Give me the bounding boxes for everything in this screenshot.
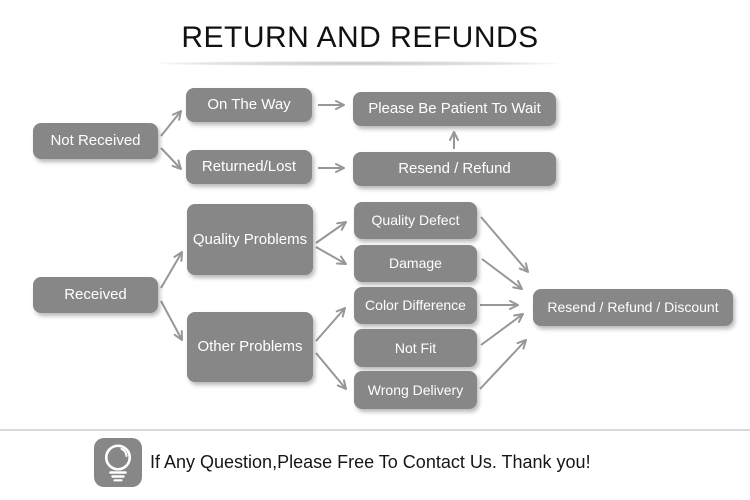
node-not-received: Not Received	[33, 123, 158, 159]
arrow-received-to-other-problems	[160, 300, 183, 341]
node-other-problems: Other Problems	[187, 312, 313, 382]
arrow-other-problems-to-wrong-delivery	[315, 352, 347, 390]
node-resend-refund-discount: Resend / Refund / Discount	[533, 289, 733, 326]
node-color-difference: Color Difference	[354, 287, 477, 324]
arrow-received-to-quality-problems	[160, 251, 183, 289]
node-wrong-delivery: Wrong Delivery	[354, 371, 477, 409]
page-title: RETURN AND REFUNDS	[181, 21, 539, 54]
node-please-be-patient: Please Be Patient To Wait	[353, 92, 556, 126]
node-received: Received	[33, 277, 158, 313]
footer-divider	[0, 429, 750, 431]
lightbulb-icon	[94, 438, 142, 487]
arrow-quality-problems-to-quality-defect	[315, 221, 347, 244]
arrow-quality-problems-to-damage	[315, 246, 347, 265]
node-not-fit: Not Fit	[354, 329, 477, 367]
node-resend-refund: Resend / Refund	[353, 152, 556, 186]
arrow-not-fit-to-discount	[480, 313, 524, 346]
node-quality-problems: Quality Problems	[187, 204, 313, 275]
contact-message: If Any Question,Please Free To Contact U…	[150, 452, 591, 472]
arrow-quality-defect-to-discount	[480, 216, 529, 273]
node-returned-lost: Returned/Lost	[186, 150, 312, 184]
arrow-other-problems-to-color-difference	[315, 307, 346, 342]
node-on-the-way: On The Way	[186, 88, 312, 122]
title-divider	[158, 61, 558, 66]
arrow-wrong-delivery-to-discount	[479, 339, 527, 390]
node-quality-defect: Quality Defect	[354, 202, 477, 239]
arrow-not-received-to-on-the-way	[160, 110, 182, 137]
arrow-damage-to-discount	[481, 258, 523, 290]
node-damage: Damage	[354, 245, 477, 282]
arrow-not-received-to-returned-lost	[160, 147, 182, 170]
